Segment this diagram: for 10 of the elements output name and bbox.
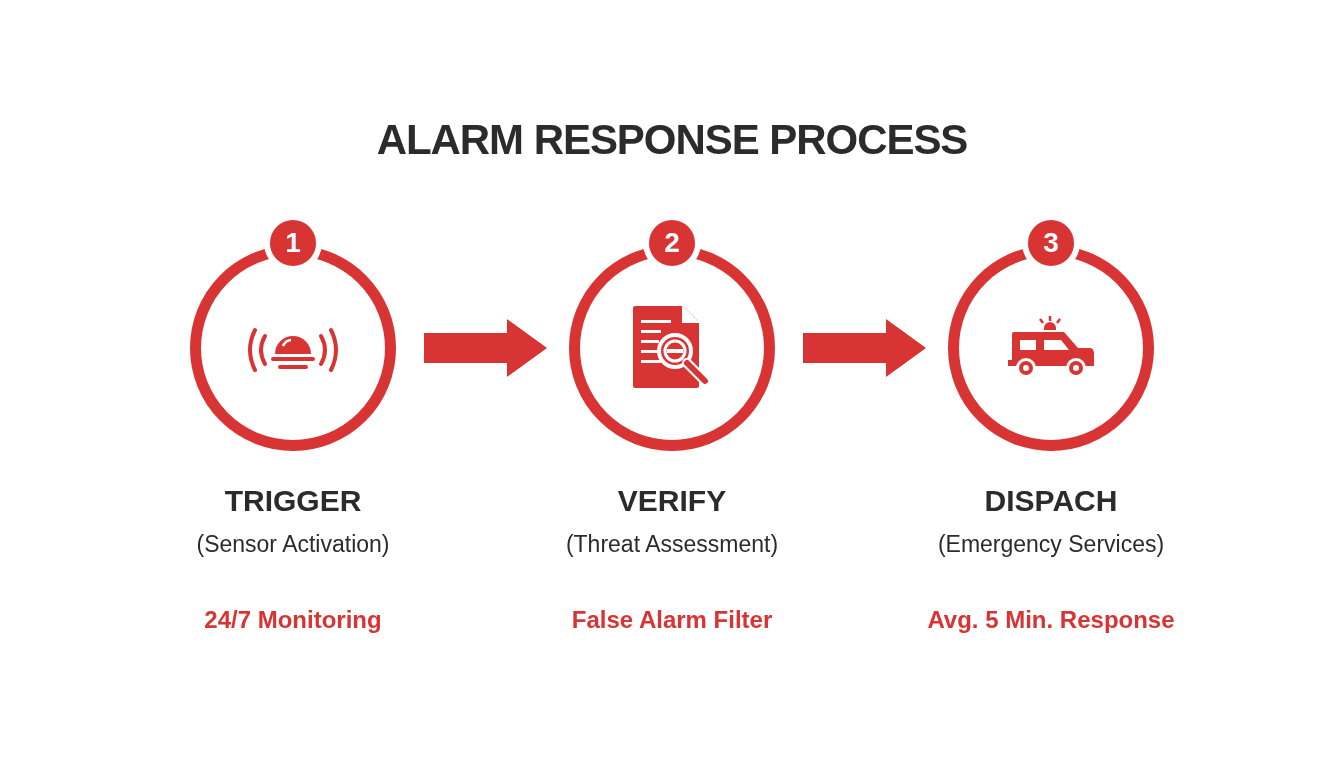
- step-title: VERIFY: [617, 483, 727, 519]
- step-note: False Alarm Filter: [571, 604, 773, 635]
- step-note: Avg. 5 Min. Response: [927, 604, 1175, 635]
- step-title: DISPACH: [984, 483, 1118, 519]
- diagram-title: ALARM RESPONSE PROCESS: [376, 115, 968, 165]
- step-subtitle: (Emergency Services): [937, 530, 1165, 559]
- step-title: TRIGGER: [224, 483, 362, 519]
- step-subtitle: (Threat Assessment): [565, 530, 779, 559]
- step-note: 24/7 Monitoring: [204, 604, 382, 635]
- step-subtitle: (Sensor Activation): [196, 530, 390, 559]
